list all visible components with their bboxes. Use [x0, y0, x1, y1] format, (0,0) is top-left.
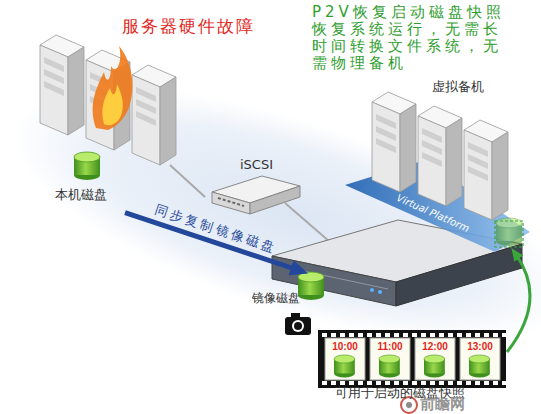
disk-label: 本机磁盘 [55, 188, 107, 203]
snapshot-frame: 10:00 [325, 338, 365, 380]
disk-label: 镜像磁盘 [252, 292, 300, 306]
snapshot-time: 12:00 [415, 341, 455, 353]
snapshot-time: 13:00 [460, 341, 500, 353]
note-text: P2V恢复启动磁盘快照 恢复系统运行，无需长 时间转换文件系统，无 需物理备机 [312, 4, 524, 72]
snapshot-frame: 13:00 [460, 338, 500, 380]
watermark: 前瞻网 [420, 397, 465, 412]
mirror-disk: 镜像磁盘 [252, 270, 326, 310]
edge-label: 同步复制镜像磁盘 [153, 203, 279, 256]
platform-label: Virtual Platform [395, 192, 471, 234]
snapshot-time: 10:00 [325, 341, 365, 353]
iscsi-switch: iSCSI [205, 158, 305, 218]
snapshot-frame: 12:00 [415, 338, 455, 380]
group-label: 虚拟备机 [432, 80, 484, 95]
failed-server-group: 服务器硬件故障 [38, 15, 278, 165]
restore-arrow [507, 254, 530, 352]
snapshot-film-strip: 可用于启动的磁盘快照10:0011:0012:0013:00 [315, 328, 507, 408]
failure-title: 服务器硬件故障 [122, 17, 255, 37]
snapshot-frame: 11:00 [370, 338, 410, 380]
local-disk: 本机磁盘 [55, 148, 125, 216]
snapshot-time: 11:00 [370, 341, 410, 353]
switch-label: iSCSI [240, 158, 273, 173]
network-link [170, 165, 205, 197]
sync-arrow [125, 213, 298, 270]
